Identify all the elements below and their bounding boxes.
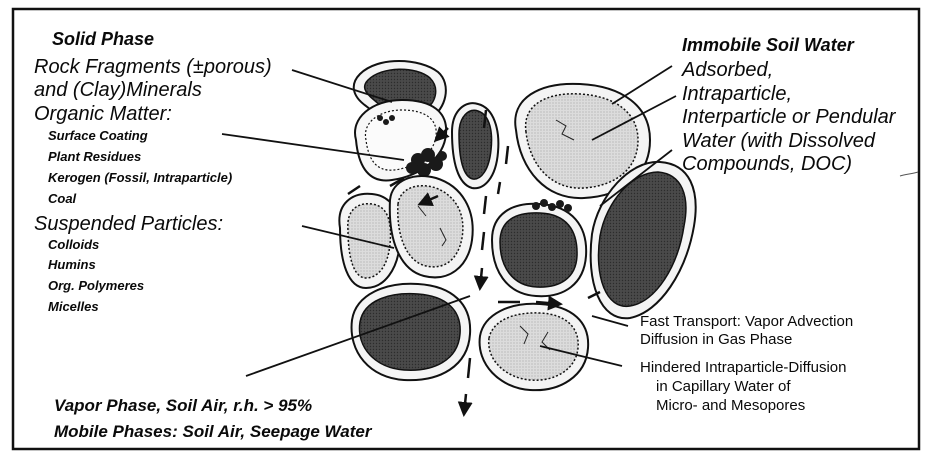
fast-transport-label: Fast Transport: Vapor Advection: [640, 314, 853, 329]
organic-item-kerogen: Kerogen (Fossil, Intraparticle): [48, 171, 232, 184]
suspended-particles-heading: Suspended Particles:: [34, 214, 223, 234]
gas-phase-diffusion-label: Diffusion in Gas Phase: [640, 332, 792, 347]
solid-phase-heading: Solid Phase: [52, 30, 154, 48]
organic-item-surface-coating: Surface Coating: [48, 129, 148, 142]
immobile-line-interparticle: Interparticle or Pendular: [682, 107, 895, 127]
rock-fragments-label: Rock Fragments (±porous): [34, 57, 272, 77]
suspended-item-humins: Humins: [48, 258, 96, 271]
intraparticle-diffusion-particle: [480, 304, 589, 390]
organic-matter-heading: Organic Matter:: [34, 104, 172, 124]
micro-mesopores-label: Micro- and Mesopores: [656, 398, 805, 413]
rock-fragment-middle: [452, 103, 498, 188]
vapor-phase-label: Vapor Phase, Soil Air, r.h. > 95%: [54, 397, 312, 414]
immobile-line-adsorbed: Adsorbed,: [682, 60, 773, 80]
suspended-item-micelles: Micelles: [48, 300, 99, 313]
immobile-line-intraparticle: Intraparticle,: [682, 84, 792, 104]
suspended-item-colloids: Colloids: [48, 238, 99, 251]
mobile-phases-label: Mobile Phases: Soil Air, Seepage Water: [54, 423, 371, 440]
organic-item-plant-residues: Plant Residues: [48, 150, 141, 163]
immobile-soil-water-heading: Immobile Soil Water: [682, 36, 854, 54]
immobile-line-doc: Compounds, DOC): [682, 154, 852, 174]
rock-fragment-center-right: [492, 204, 586, 296]
clay-minerals-label: and (Clay)Minerals: [34, 80, 202, 100]
organic-item-coal: Coal: [48, 192, 76, 205]
suspended-item-org-polymeres: Org. Polymeres: [48, 279, 144, 292]
capillary-water-label: in Capillary Water of: [656, 379, 791, 394]
immobile-line-dissolved: Water (with Dissolved: [682, 131, 875, 151]
hindered-diffusion-label: Hindered Intraparticle-Diffusion: [640, 360, 847, 375]
